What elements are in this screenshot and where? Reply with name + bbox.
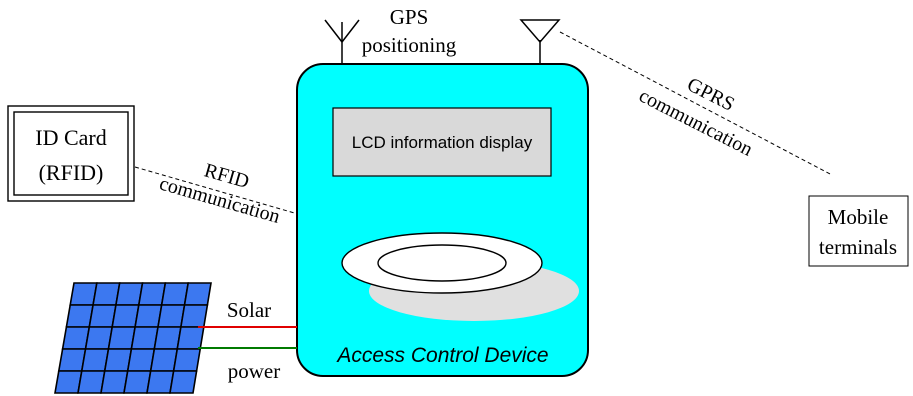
solar-cell — [111, 304, 140, 328]
mobile-line2: terminals — [819, 235, 897, 259]
solar-cell — [107, 326, 137, 350]
gprs-antenna-icon — [519, 19, 561, 64]
solar-cell — [134, 304, 163, 328]
mobile-line1: Mobile — [828, 205, 889, 229]
id-card-box-inner — [13, 111, 129, 196]
solar-cell — [160, 282, 190, 306]
solar-cell — [88, 304, 117, 328]
solar-cell — [114, 282, 144, 306]
solar-cell — [80, 348, 110, 372]
solar-cell — [126, 348, 156, 372]
solar-cell — [153, 326, 182, 350]
gps-label-line2: positioning — [362, 33, 457, 57]
solar-label-line1: Solar — [227, 298, 271, 322]
gprs-link-line — [559, 31, 833, 176]
gps-antenna-icon — [324, 19, 360, 64]
solar-cell — [137, 282, 167, 306]
solar-cell — [146, 370, 175, 394]
solar-cell — [183, 282, 212, 306]
rfid-link-line — [134, 166, 441, 256]
solar-cell — [179, 304, 209, 328]
lcd-label: LCD information display — [352, 133, 533, 152]
mobile-terminals-box — [808, 195, 909, 267]
solar-cell — [130, 326, 159, 350]
gps-label-line1: GPS — [390, 5, 429, 29]
lcd-display — [332, 107, 552, 177]
id-card-line2: (RFID) — [39, 160, 104, 185]
solar-cell — [157, 304, 186, 328]
solar-cell — [169, 370, 198, 394]
solar-cell — [176, 326, 205, 350]
id-card-box-outer — [7, 105, 135, 202]
solar-cell — [172, 348, 202, 372]
id-card-line1: ID Card — [35, 125, 106, 150]
solar-cell — [92, 282, 121, 306]
solar-cell — [123, 370, 152, 394]
solar-panel-icon — [54, 282, 212, 394]
solar-cell — [103, 348, 133, 372]
solar-cell — [84, 326, 114, 350]
device-label: Access Control Device — [335, 344, 548, 367]
solar-cell — [77, 370, 106, 394]
solar-cell — [54, 370, 83, 394]
solar-cell — [149, 348, 179, 372]
solar-cell — [100, 370, 129, 394]
solar-label-line2: power — [228, 359, 280, 383]
rfid-reader-inner-ring — [377, 244, 507, 282]
